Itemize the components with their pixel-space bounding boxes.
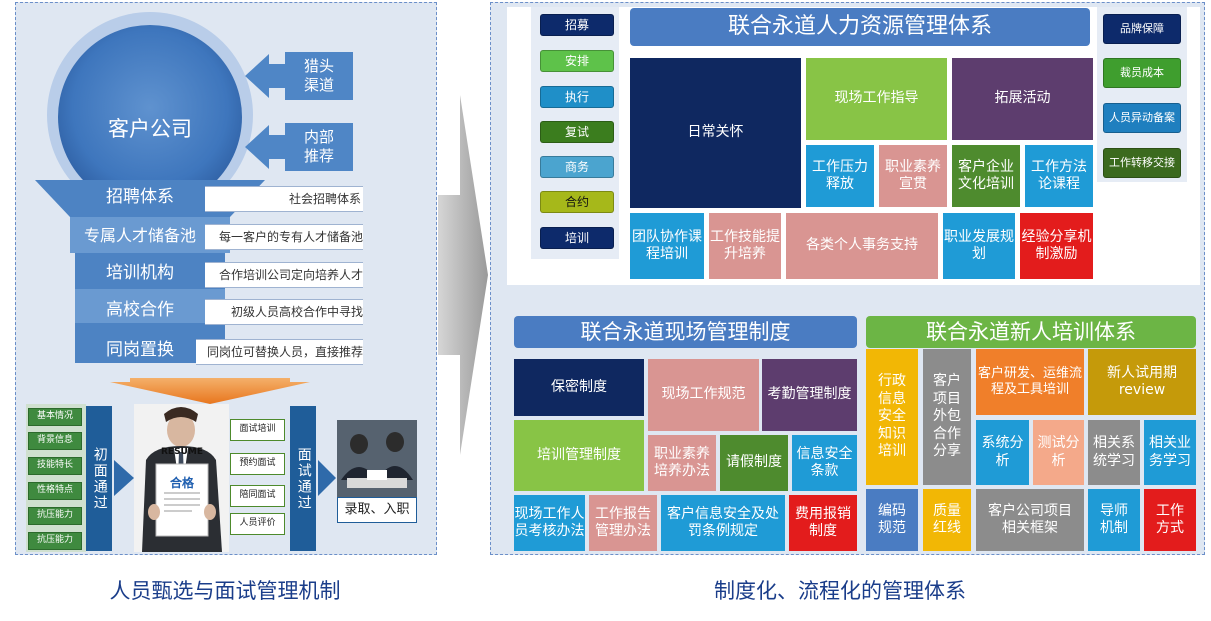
tile-training-mgmt: 培训管理制度: [514, 420, 644, 491]
funnel-row-desc: 同岗位可替换人员，直接推荐: [196, 339, 363, 365]
interview-step: 预约面试: [230, 453, 285, 475]
criteria-item: 抗压能力: [28, 532, 82, 550]
tile-secrecy: 保密制度: [514, 359, 644, 416]
customer-company: 客户公司: [108, 116, 192, 141]
chevron-right-icon: [318, 460, 336, 496]
tile-onsite-rules: 现场工作规范: [648, 359, 759, 431]
tile-client-infosec: 客户信息安全及处罚条例规定: [661, 495, 785, 551]
tile-infosec: 信息安全条款: [792, 435, 857, 491]
onsite-title: 联合永道现场管理制度: [514, 316, 857, 348]
pill-reinterview: 复试: [540, 121, 614, 143]
tile-mentor: 导师机制: [1088, 489, 1140, 551]
tile-report: 工作报告管理办法: [589, 495, 657, 551]
criteria-item: 技能特长: [28, 457, 82, 475]
funnel-row-name: 招聘体系: [106, 187, 174, 208]
pill-recruit: 招募: [540, 14, 614, 36]
tile-work-mode: 工作方式: [1144, 489, 1196, 551]
funnel-row-desc: 初级人员高校合作中寻找: [205, 299, 363, 325]
tile-expense: 费用报销制度: [789, 495, 857, 551]
tile-stress-relief: 工作压力释放: [806, 145, 874, 207]
funnel-row-name: 专属人才储备池: [83, 226, 196, 245]
internal-referral: 内部 推荐: [303, 128, 334, 165]
first-interview-pass: 初面通过: [86, 406, 112, 551]
tile-framework: 客户公司项目相关框架: [976, 489, 1084, 551]
criteria-item: 基本情况: [28, 408, 82, 426]
tile-sys-analysis: 系统分析: [976, 420, 1029, 485]
criteria-item: 抗压能力: [28, 507, 82, 525]
funnel-row: 招聘体系: [70, 184, 210, 212]
tile-coding: 编码规范: [866, 489, 918, 551]
right-caption: 制度化、流程化的管理体系: [714, 578, 966, 603]
interview-step: 面试培训: [230, 419, 285, 441]
headhunter-arrow-icon: [245, 52, 353, 100]
pill-training: 培训: [540, 227, 614, 249]
transition-arrow-icon: [438, 95, 488, 455]
tile-personal-affairs: 各类个人事务支持: [786, 213, 938, 279]
pill-execute: 执行: [540, 86, 614, 108]
pill-brand: 品牌保障: [1103, 14, 1181, 44]
chevron-right-icon: [114, 460, 134, 496]
funnel-row-desc: 合作培训公司定向培养人才: [205, 262, 363, 288]
hr-title: 联合永道人力资源管理体系: [630, 8, 1090, 46]
criteria-item: 背景信息: [28, 432, 82, 450]
tile-career-plan: 职业发展规划: [943, 213, 1015, 279]
tile-attendance: 考勤管理制度: [762, 359, 857, 431]
pill-handover: 工作转移交接: [1103, 148, 1181, 178]
tile-review: 新人试用期review: [1088, 349, 1196, 415]
interview-step: 人员评价: [230, 513, 285, 535]
tile-daily-care: 日常关怀: [630, 58, 801, 208]
resume-title: RESUME: [161, 447, 203, 458]
tile-skill-up: 工作技能提升培养: [709, 213, 781, 279]
tile-teamwork: 团队协作课程培训: [630, 213, 704, 279]
tile-method-course: 工作方法论课程: [1025, 145, 1093, 207]
tile-expansion: 拓展活动: [952, 58, 1093, 140]
funnel-row-name: 同岗置换: [106, 340, 174, 361]
tile-literacy-method: 职业素养培养办法: [648, 435, 716, 491]
funnel-row: 高校合作: [70, 297, 210, 325]
tile-related-biz: 相关业务学习: [1144, 420, 1196, 485]
pill-arrange: 安排: [540, 50, 614, 72]
customer-funnel: [35, 12, 265, 363]
funnel-row: 专属人才储备池: [70, 222, 210, 250]
pill-contract: 合约: [540, 191, 614, 213]
tile-test-analysis: 测试分析: [1033, 420, 1084, 485]
down-arrow-icon: [110, 378, 310, 404]
hire-onboard: 录取、入职: [337, 497, 417, 523]
interview-step: 陪同面试: [230, 485, 285, 507]
tile-outsourcing: 客户项目外包合作分享: [923, 349, 971, 485]
criteria-item: 性格特点: [28, 482, 82, 500]
candidate-image: [134, 404, 229, 552]
tile-assessment: 现场工作人员考核办法: [514, 495, 585, 551]
resume-stamp: 合格: [169, 475, 194, 490]
referral-arrow-icon: [245, 123, 353, 171]
tile-onsite-guidance: 现场工作指导: [806, 58, 947, 140]
funnel-row-desc: 社会招聘体系: [205, 186, 363, 212]
tile-culture-training: 客户企业文化培训: [952, 145, 1020, 207]
tile-related-sys: 相关系统学习: [1088, 420, 1140, 485]
headhunter-channel: 猎头 渠道: [303, 57, 334, 94]
tile-literacy: 职业素养宣贯: [879, 145, 947, 207]
tile-experience-share: 经验分享机制激励: [1020, 213, 1093, 279]
left-caption: 人员甄选与面试管理机制: [109, 578, 341, 603]
pill-business: 商务: [540, 156, 614, 178]
funnel-row: 培训机构: [70, 260, 210, 288]
tile-leave: 请假制度: [720, 435, 788, 491]
tile-admin-infosec: 行政信息安全知识培训: [866, 349, 918, 485]
criteria-column: [26, 404, 86, 552]
tile-rd-ops: 客户研发、运维流程及工具培训: [976, 349, 1084, 415]
funnel-row-name: 培训机构: [106, 263, 174, 284]
pill-transfer-record: 人员异动备案: [1103, 103, 1181, 133]
funnel-row: 同岗置换: [70, 337, 210, 365]
tile-quality: 质量红线: [923, 489, 971, 551]
funnel-row-name: 高校合作: [106, 300, 174, 321]
funnel-row-desc: 每一客户的专有人才储备池: [205, 224, 363, 250]
pill-layoff-cost: 裁员成本: [1103, 58, 1181, 88]
newhire-title: 联合永道新人培训体系: [866, 316, 1196, 348]
interview-pass: 面试通过: [290, 406, 316, 551]
meeting-image: [337, 420, 417, 498]
